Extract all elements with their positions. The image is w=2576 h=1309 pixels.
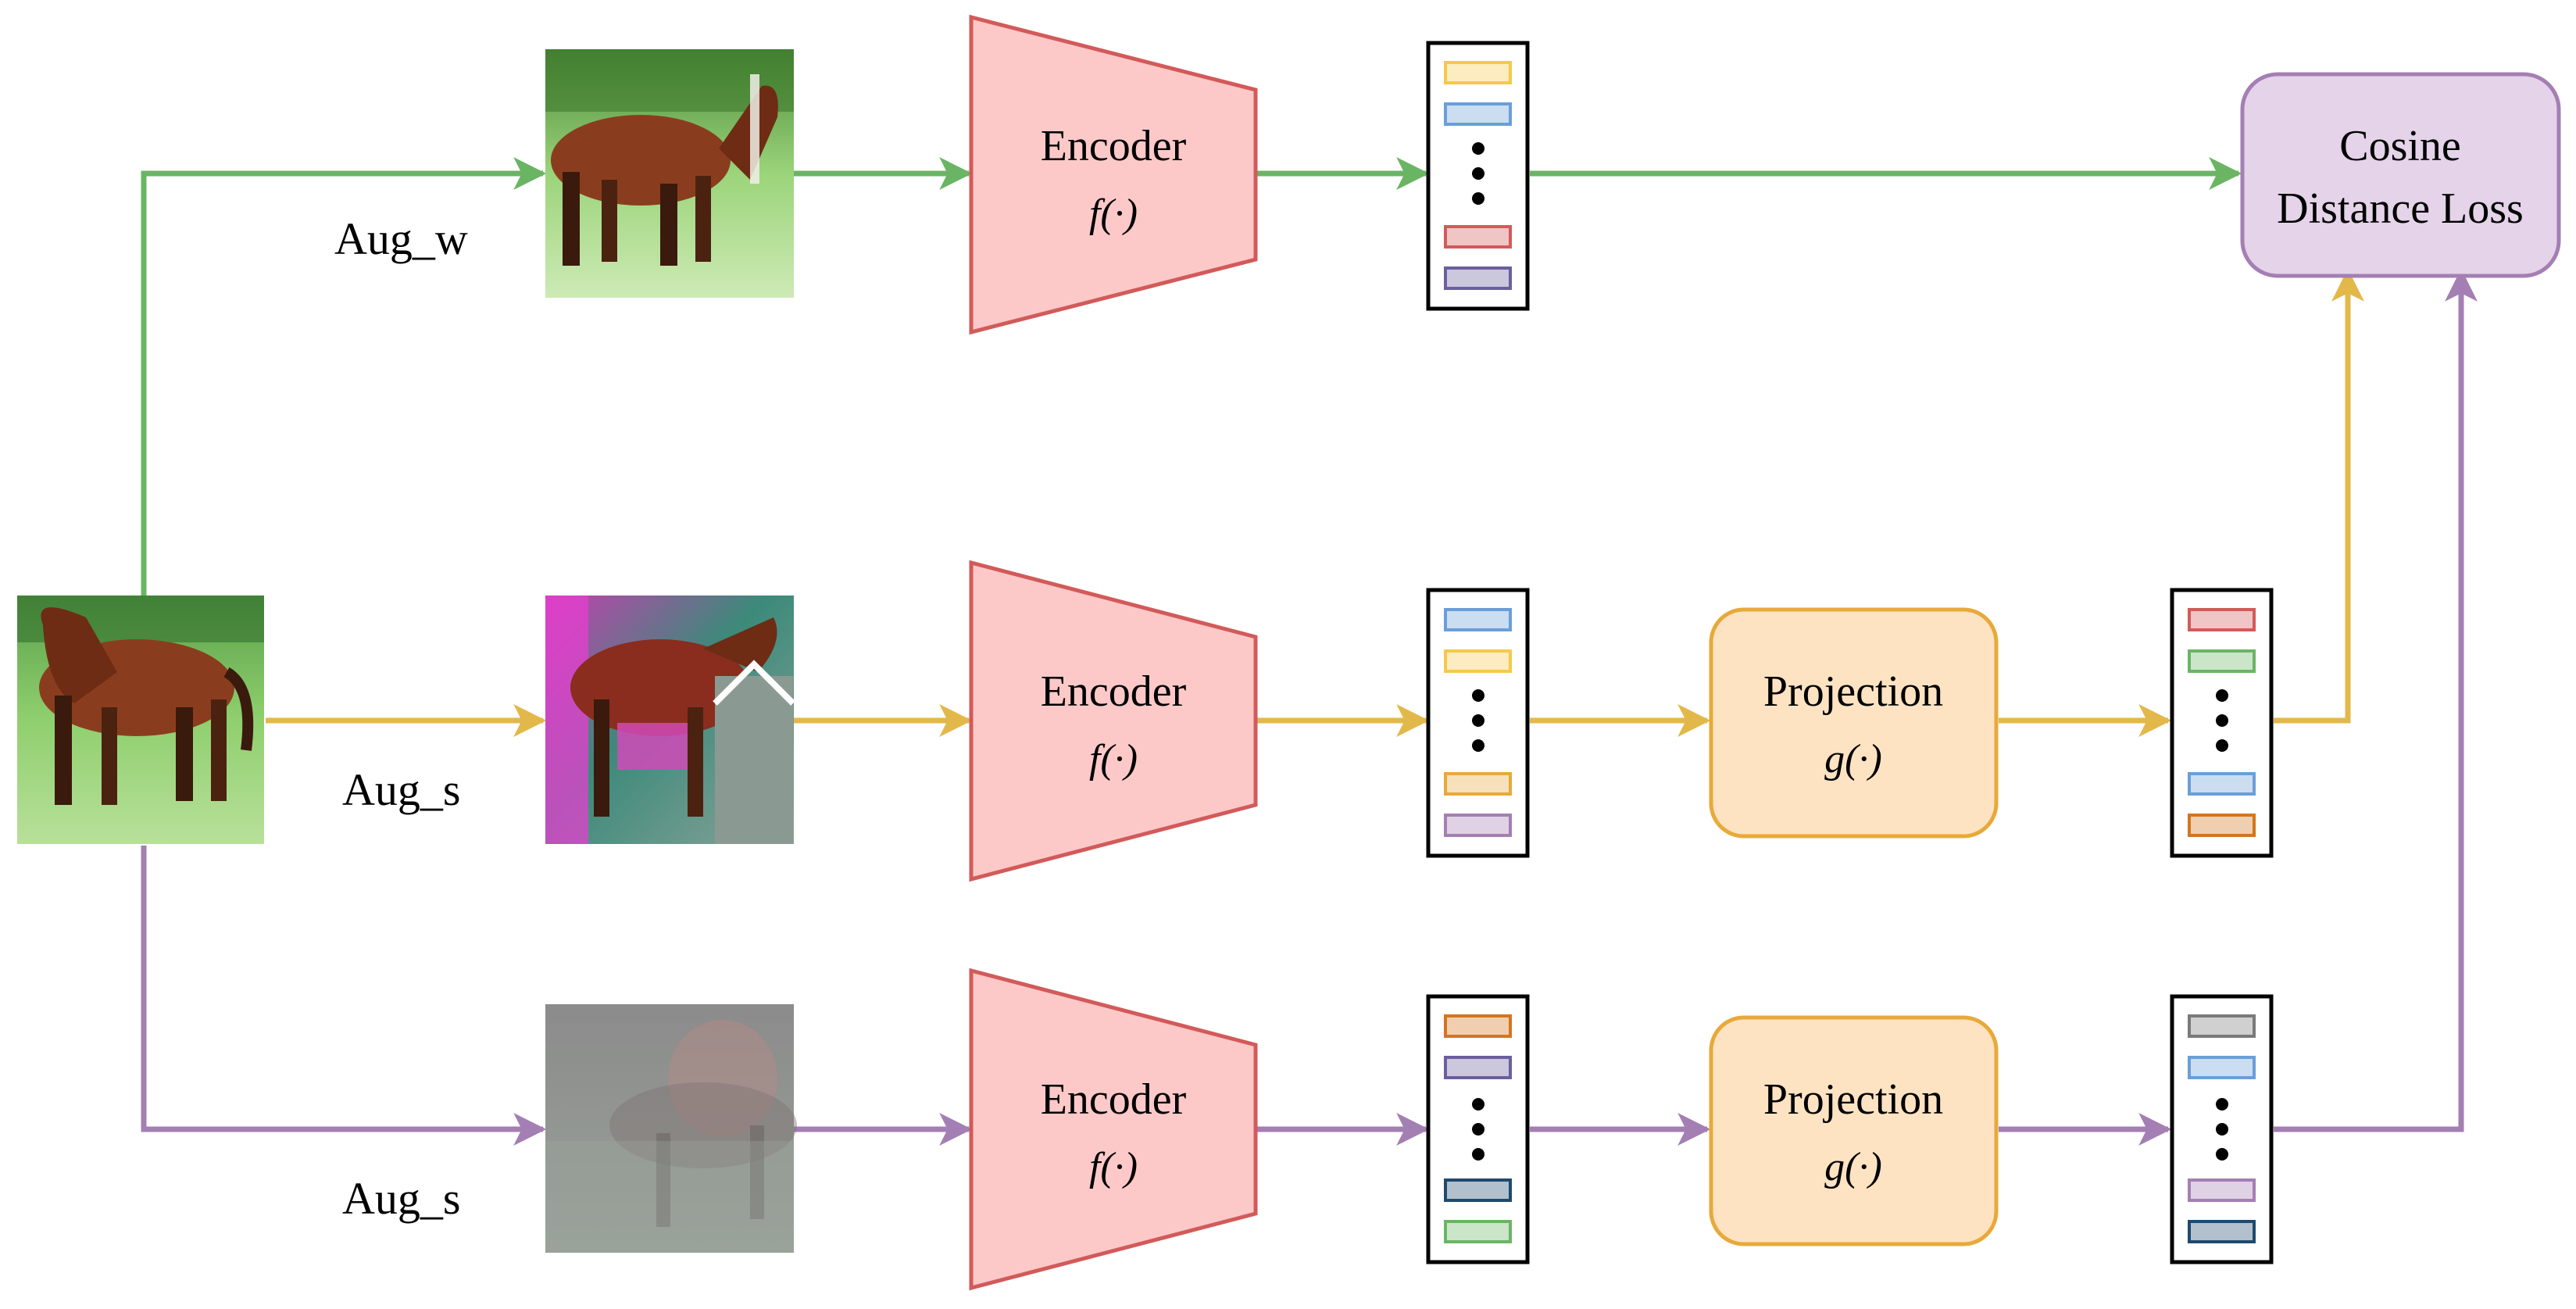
ellipsis-dot	[1472, 1148, 1485, 1161]
encoder-label: Encoder	[1041, 667, 1187, 716]
ellipsis-dot	[1472, 142, 1485, 155]
ellipsis-dot	[1472, 689, 1485, 702]
projection-label: Projection	[1763, 1075, 1943, 1124]
loss-label-line2: Distance Loss	[2277, 184, 2524, 233]
vector-slot	[1444, 102, 1512, 126]
vector-slot	[1444, 608, 1512, 631]
encoder-block-1: Encoder f(·)	[969, 14, 1258, 335]
encoder-label: Encoder	[1041, 122, 1187, 170]
aug-strong-label-1: Aug_s	[342, 764, 460, 815]
ellipsis-dot	[1472, 714, 1485, 727]
encoder-function: f(·)	[1089, 191, 1138, 236]
ellipsis-dot	[2216, 739, 2228, 752]
ellipsis-dot	[2216, 1123, 2228, 1136]
projection-function: g(·)	[1824, 737, 1882, 781]
ellipsis-dot	[1472, 192, 1485, 205]
vector-slot	[1444, 1178, 1512, 1202]
vector-slot	[2188, 814, 2256, 837]
ellipsis-dot	[1472, 1123, 1485, 1136]
loss-label-line1: Cosine	[2339, 122, 2461, 170]
vector-slot	[1444, 1056, 1512, 1079]
vector-slot	[1444, 772, 1512, 796]
feature-vector-row2-encoder	[1426, 588, 1530, 858]
projection-block-1: Projection g(·)	[1709, 607, 1999, 839]
vector-slot	[1444, 225, 1512, 249]
vector-slot	[1444, 1220, 1512, 1243]
vector-slot	[1444, 266, 1512, 290]
feature-vector-row1-encoder	[1426, 41, 1530, 311]
branch-strong2-connector	[141, 846, 547, 1146]
branch-weak-connector	[141, 157, 547, 595]
vector-slot	[2188, 1056, 2256, 1079]
encoder-label: Encoder	[1041, 1075, 1187, 1124]
projection-label: Projection	[1763, 667, 1943, 716]
projection-block-2: Projection g(·)	[1709, 1015, 1999, 1246]
projection-function: g(·)	[1824, 1145, 1882, 1189]
aug-weak-label: Aug_w	[334, 213, 468, 264]
feature-vector-row2-projection	[2170, 588, 2274, 858]
original-horse-image	[17, 595, 264, 844]
aug-strong-label-2: Aug_s	[342, 1173, 460, 1224]
encoder-function: f(·)	[1089, 1145, 1138, 1189]
cosine-distance-loss-block: Cosine Distance Loss	[2240, 72, 2561, 278]
feature-vector-row3-encoder	[1426, 994, 1530, 1264]
ellipsis-dot	[2216, 689, 2228, 702]
vector-slot	[1444, 1014, 1512, 1038]
encoder-block-3: Encoder f(·)	[969, 967, 1258, 1291]
encoder-function: f(·)	[1089, 737, 1138, 781]
ellipsis-dot	[1472, 739, 1485, 752]
ellipsis-dot	[2216, 714, 2228, 727]
vector-slot	[2188, 1220, 2256, 1243]
vector-slot	[2188, 1178, 2256, 1202]
vector-slot	[2188, 649, 2256, 673]
vector-slot	[2188, 608, 2256, 631]
vector-slot	[1444, 814, 1512, 837]
strong1-vector-to-loss-arrow	[2274, 268, 2364, 724]
ellipsis-dot	[1472, 1098, 1485, 1111]
vector-slot	[2188, 1014, 2256, 1038]
vector-slot	[1444, 61, 1512, 84]
vector-slot	[1444, 649, 1512, 673]
strong2-vector-to-loss-arrow	[2274, 268, 2478, 1132]
weak-augmented-image	[545, 49, 794, 298]
encoder-block-2: Encoder f(·)	[969, 560, 1258, 882]
ellipsis-dot	[2216, 1098, 2228, 1111]
strong-augmented-image-2	[545, 1004, 797, 1253]
ellipsis-dot	[1472, 167, 1485, 180]
ellipsis-dot	[2216, 1148, 2228, 1161]
strong-augmented-image-1	[545, 595, 795, 844]
vector-slot	[2188, 772, 2256, 796]
feature-vector-row3-projection	[2170, 994, 2274, 1264]
